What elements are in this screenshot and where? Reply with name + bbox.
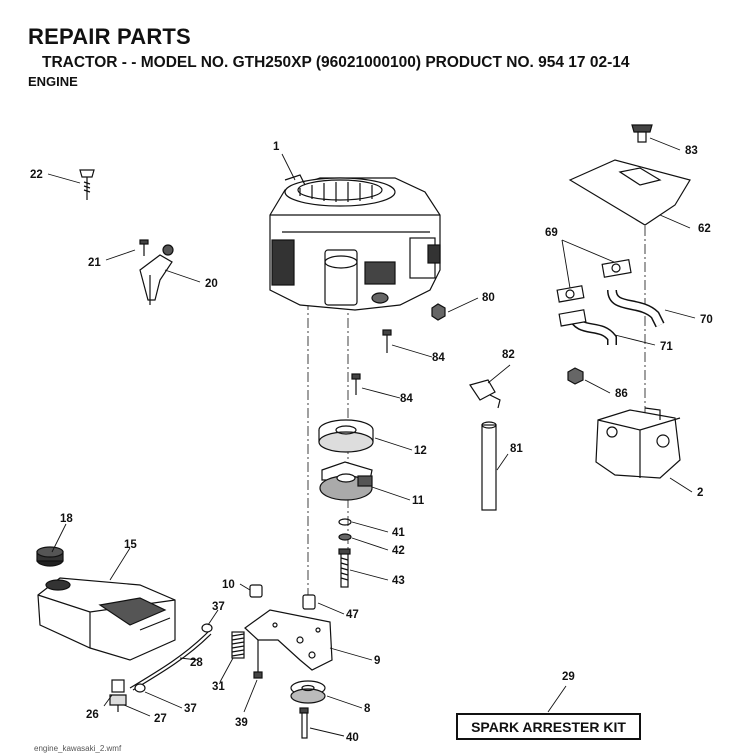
callout-18: 18: [60, 513, 73, 525]
fuel-line-81: [481, 421, 497, 511]
nut-80: [431, 303, 446, 321]
callout-84-upper: 84: [432, 352, 445, 364]
callout-37-upper: 37: [212, 601, 225, 613]
callout-15: 15: [124, 539, 137, 551]
callout-29: 29: [562, 671, 575, 683]
bracket-9: [244, 609, 333, 671]
screw-21: [139, 239, 149, 256]
callout-81: 81: [510, 443, 523, 455]
callout-27: 27: [154, 713, 167, 725]
bolt-43: [338, 548, 351, 588]
callout-20: 20: [205, 278, 218, 290]
callout-28: 28: [190, 657, 203, 669]
pulley-8: [290, 680, 326, 704]
model-subtitle: TRACTOR - - MODEL NO. GTH250XP (96021000…: [42, 54, 630, 71]
callout-71: 71: [660, 341, 673, 353]
callout-39: 39: [235, 717, 248, 729]
clamp-37: [201, 623, 213, 633]
callout-43: 43: [392, 575, 405, 587]
spacer-47: [302, 594, 316, 610]
callout-41: 41: [392, 527, 405, 539]
callout-47: 47: [346, 609, 359, 621]
clamp-37: [134, 683, 146, 693]
section-title: ENGINE: [28, 74, 78, 89]
callout-62: 62: [698, 223, 711, 235]
callout-69: 69: [545, 227, 558, 239]
callout-1: 1: [273, 141, 280, 153]
callout-21: 21: [88, 257, 101, 269]
fuel-hose-28: [129, 631, 209, 689]
nut-86: [567, 367, 584, 385]
callout-84-lower: 84: [400, 393, 413, 405]
callout-40: 40: [346, 732, 359, 744]
spacer-10: [249, 584, 263, 598]
fuel-valve-26: [109, 679, 127, 712]
callout-70: 70: [700, 314, 713, 326]
spark-arrester-kit-label: SPARK ARRESTER KIT: [456, 713, 641, 740]
muffler-2: [595, 407, 681, 479]
throttle-bracket-20: [139, 244, 174, 305]
spring-31: [231, 631, 245, 659]
pulley-12: [318, 419, 374, 453]
washer-42: [338, 533, 352, 541]
bolt-84-upper: [382, 329, 392, 353]
heat-shield-62: [568, 159, 691, 226]
callout-10: 10: [222, 579, 235, 591]
callout-22: 22: [30, 169, 43, 181]
callout-42: 42: [392, 545, 405, 557]
footer-filename: engine_kawasaki_2.wmf: [34, 744, 122, 753]
engine-illustration: [269, 174, 441, 311]
callout-82: 82: [502, 349, 515, 361]
washer-41: [338, 518, 352, 526]
callout-8: 8: [364, 703, 371, 715]
clutch-11: [319, 461, 373, 501]
bolt-40: [299, 707, 309, 739]
bolt-84-lower: [351, 373, 361, 395]
callout-37-lower: 37: [184, 703, 197, 715]
callout-2: 2: [697, 487, 703, 499]
fitting-82: [469, 379, 501, 409]
page-title: REPAIR PARTS: [28, 24, 191, 49]
bolt-22: [79, 169, 95, 200]
callout-26: 26: [86, 709, 99, 721]
callout-80: 80: [482, 292, 495, 304]
fuel-tank-15: [37, 577, 176, 661]
callout-11: 11: [412, 495, 425, 507]
callout-31: 31: [212, 681, 225, 693]
gasket-69: [556, 258, 632, 303]
callout-86: 86: [615, 388, 628, 400]
bolt-39: [253, 640, 263, 679]
callout-83: 83: [685, 145, 698, 157]
fuel-cap-18: [36, 546, 64, 567]
callout-12: 12: [414, 445, 427, 457]
callout-9: 9: [374, 655, 380, 667]
knob-83: [631, 124, 653, 143]
